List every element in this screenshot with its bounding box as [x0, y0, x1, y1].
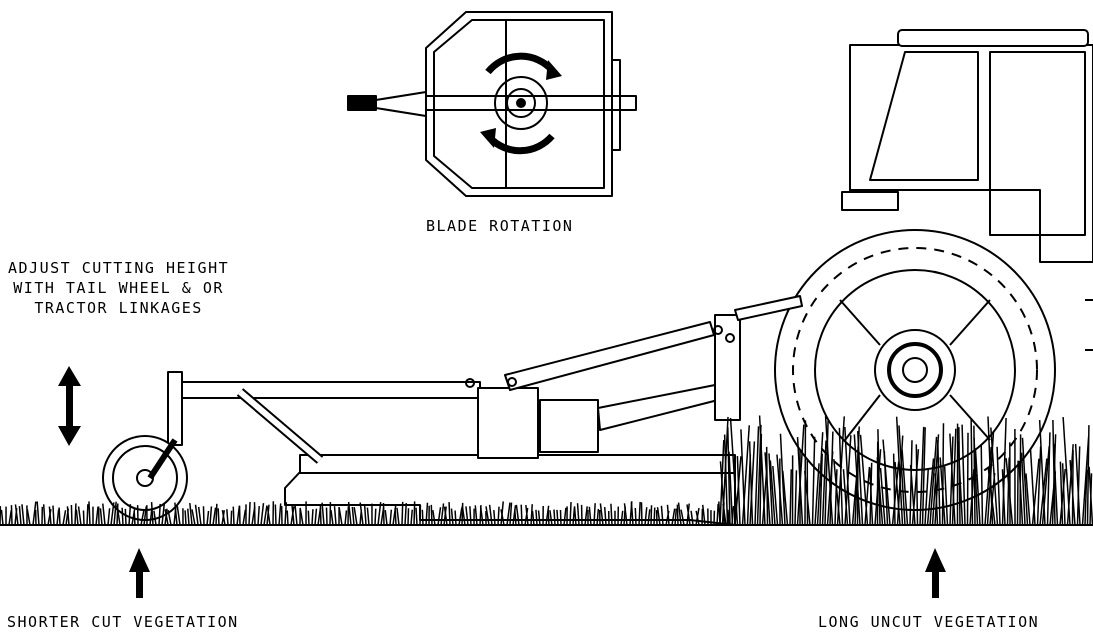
hitch-pin [347, 95, 377, 111]
adjust-label-line-3: TRACTOR LINKAGES [34, 299, 203, 317]
rotation-arrow-icon [485, 52, 555, 75]
hitch-tongue [375, 91, 427, 117]
cab-window-left [869, 51, 979, 181]
deck-outline-top [425, 11, 613, 197]
gearbox [477, 387, 539, 459]
adjust-label-line-2: WITH TAIL WHEEL & OR [13, 279, 224, 297]
adjust-height-label: ADJUST CUTTING HEIGHT WITH TAIL WHEEL & … [8, 258, 229, 318]
tire-tread [792, 247, 1038, 493]
vegetation [0, 415, 1093, 526]
tractor-cab [849, 44, 1093, 263]
up-arrow-icon [129, 548, 150, 598]
deck-inner-top [433, 19, 605, 189]
driveline [597, 384, 719, 431]
blade-rotation-label: BLADE ROTATION [426, 217, 574, 235]
mower-side-view [102, 295, 803, 526]
mower-top-view [347, 11, 637, 197]
long-uncut-label: LONG UNCUT VEGETATION [818, 613, 1040, 631]
adjust-label-line-1: ADJUST CUTTING HEIGHT [8, 259, 230, 277]
up-arrow-icon [925, 548, 946, 598]
cab-roof [897, 29, 1089, 47]
upper-link [504, 321, 715, 391]
frame-rail [169, 381, 481, 399]
a-frame [714, 314, 741, 421]
shorter-cut-label: SHORTER CUT VEGETATION [7, 613, 239, 631]
tractor [774, 29, 1093, 511]
rotation-arrow-icon [487, 133, 555, 155]
blade-hub [494, 76, 548, 130]
cab-window-right [989, 51, 1086, 236]
tail-wheel-post [167, 371, 183, 446]
height-adjust-double-arrow-icon [58, 366, 81, 446]
